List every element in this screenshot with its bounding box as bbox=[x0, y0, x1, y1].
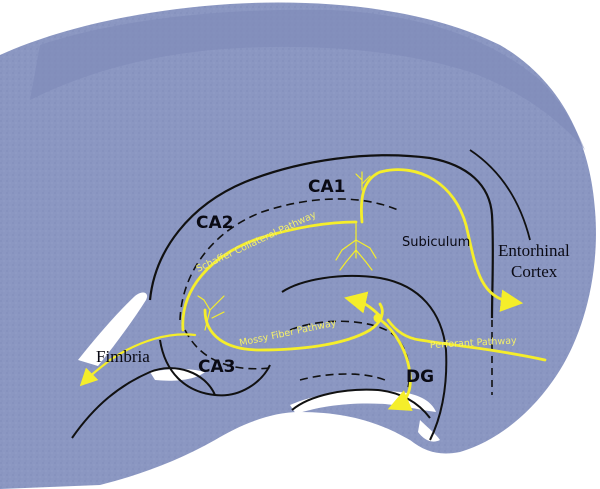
ca3-neuron bbox=[197, 295, 225, 331]
ca-pyramidal-layer bbox=[179, 198, 399, 321]
dg-outer-outline bbox=[281, 275, 448, 441]
label-subiculum: Subiculum bbox=[402, 235, 470, 250]
dg-loop-path bbox=[376, 316, 413, 411]
dg-granule-layer-inner bbox=[299, 373, 386, 381]
dg-inner-outline bbox=[291, 388, 431, 419]
label-fimbria: Fimbria bbox=[96, 347, 150, 366]
cortex-band bbox=[30, 9, 585, 150]
dg-granule-cell bbox=[373, 313, 383, 323]
ca1-output-path bbox=[360, 168, 524, 312]
label-ca2: CA2 bbox=[196, 213, 233, 233]
alveus-outline bbox=[71, 367, 216, 439]
cortex-right-outline bbox=[469, 149, 531, 241]
ca1-neuron bbox=[335, 171, 377, 271]
label-dg: DG bbox=[406, 367, 434, 387]
label-perforant-pathway: Perforant Pathway bbox=[430, 335, 518, 351]
label-cortex: Cortex bbox=[511, 262, 558, 281]
label-entorhinal: Entorhinal bbox=[498, 241, 570, 260]
hippocampus-outer-outline bbox=[148, 154, 494, 319]
label-ca1: CA1 bbox=[308, 177, 345, 197]
fimbria-path bbox=[79, 333, 197, 387]
ca3-layer bbox=[184, 329, 271, 370]
perforant-path bbox=[386, 318, 547, 362]
ventricle bbox=[78, 292, 148, 366]
schaffer-collateral-path bbox=[181, 220, 358, 332]
fissure-notch bbox=[418, 420, 440, 442]
pathway-group bbox=[79, 168, 547, 411]
label-ca3: CA3 bbox=[198, 357, 235, 377]
